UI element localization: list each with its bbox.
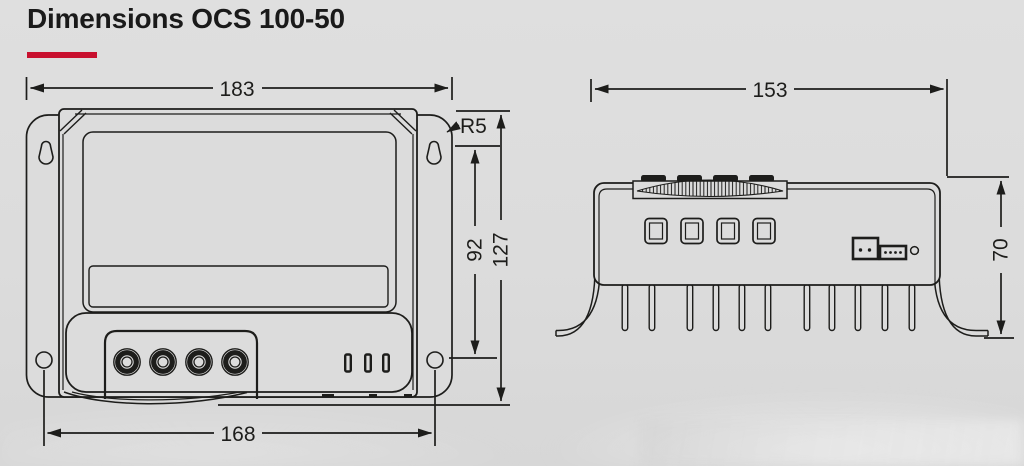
- keyhole-slot-right: [426, 140, 442, 165]
- display-window-3: [716, 217, 740, 245]
- chamfer-corner-left: [59, 109, 87, 135]
- display-window-2: [680, 217, 704, 245]
- top-ridge: [632, 175, 788, 200]
- dim-mounting-spacing: 168: [43, 370, 436, 446]
- terminal-4: [221, 348, 249, 376]
- tongue-inner: [71, 391, 241, 401]
- mounting-hole-right: [426, 351, 444, 369]
- mounting-bracket-left: [555, 267, 601, 337]
- side-view: 153 70: [555, 79, 1014, 339]
- front-view: 183 168 92: [25, 77, 513, 446]
- display-window-1: [644, 217, 668, 245]
- chamfer-corner-right: [389, 109, 417, 135]
- title-accent-bar: [27, 52, 97, 58]
- dim-mounting-height: 92: [449, 145, 500, 359]
- keyhole-slot-left: [38, 140, 54, 165]
- dim-label-183: 183: [219, 78, 254, 101]
- dim-label-70: 70: [990, 238, 1013, 261]
- page-title: Dimensions OCS 100-50: [27, 3, 345, 34]
- dim-depth: 153: [590, 79, 948, 176]
- heatsink-fins: [621, 283, 916, 332]
- dim-label-153: 153: [752, 79, 787, 102]
- display-window-4: [752, 217, 776, 245]
- label-strip: [88, 265, 389, 308]
- display-face: [82, 131, 397, 313]
- dim-overall-width: 183: [25, 77, 453, 101]
- terminal-3: [185, 348, 213, 376]
- connector-2pin: [851, 236, 880, 261]
- mounting-bracket-right: [933, 267, 989, 337]
- dim-label-127: 127: [490, 232, 513, 267]
- dim-label-168: 168: [220, 423, 255, 446]
- display-windows: [644, 217, 776, 245]
- dim-label-92: 92: [464, 238, 487, 261]
- vent-dashes: [322, 394, 412, 398]
- accent-bar-rect: [27, 52, 97, 58]
- led-slots: [344, 353, 391, 373]
- mounting-hole-left: [35, 351, 53, 369]
- terminal-1: [113, 348, 141, 376]
- terminal-2: [149, 348, 177, 376]
- tongue-outer: [63, 391, 248, 405]
- terminal-block: [63, 329, 259, 405]
- led-indicator: [909, 245, 920, 256]
- dim-side-height: 70: [947, 176, 1014, 339]
- grip-comb: [636, 179, 784, 198]
- dim-label-r5: R5: [460, 115, 487, 138]
- dim-corner-radius: R5: [446, 115, 487, 138]
- connector-4pin: [878, 244, 908, 261]
- dim-overall-height: 127: [218, 110, 513, 406]
